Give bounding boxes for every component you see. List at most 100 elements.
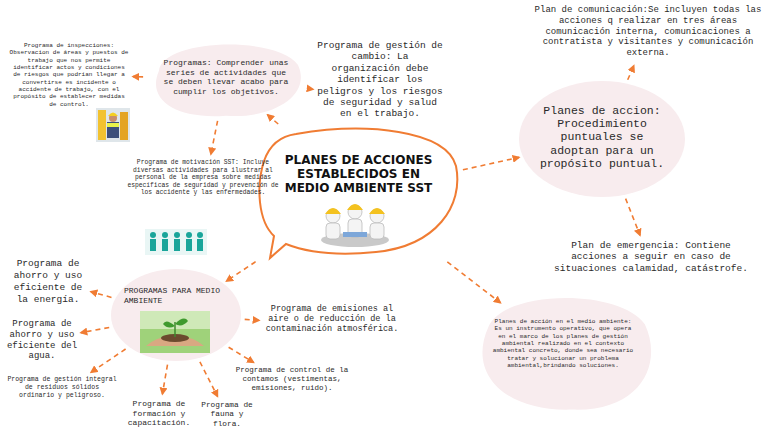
- bubble-node: Planes de acción en el medio ambiente: E…: [470, 290, 656, 412]
- dashed-connector: [227, 262, 256, 281]
- dashed-connector: [91, 292, 112, 298]
- text-node: Programa de emisiones al aire o de reduc…: [262, 302, 402, 348]
- head: [348, 205, 362, 219]
- node-label: Programa de control de la contamos (vest…: [233, 366, 351, 393]
- hard-hat: [325, 208, 341, 214]
- person-body: [197, 239, 203, 251]
- hard-hat: [369, 208, 385, 214]
- text-node: Programa de formación y capacitación.: [120, 397, 198, 431]
- text-node: Programa de inspecciones: Observacion de…: [8, 40, 130, 110]
- text-node: Programa de ahorro y uso eficiente de la…: [8, 256, 88, 304]
- hard-hat: [347, 204, 363, 210]
- speech-bubble-outline: [259, 129, 457, 258]
- blob-shape: [482, 298, 651, 410]
- person-body: [162, 239, 168, 251]
- text-node: Programa de motivación SST: Incluye dive…: [126, 157, 280, 229]
- leaf: [163, 321, 175, 327]
- text-node: Programa de gestión integral de residuos…: [6, 374, 118, 410]
- node-label: Programa de ahorro y uso eficiente de la…: [8, 258, 88, 306]
- node-text-box: Programa de gestión de cambio: La organi…: [316, 40, 444, 120]
- node-label: Programa de motivación SST: Incluye dive…: [126, 159, 280, 197]
- sky: [140, 311, 210, 329]
- photo-bg: [96, 108, 130, 142]
- dashed-connector: [463, 157, 519, 169]
- node-text-box: Programas: Comprender unas series de act…: [160, 58, 292, 96]
- node-text-box: PLANES DE ACCIONES ESTABLECIDOS EN MEDIO…: [276, 154, 441, 195]
- person-body: [174, 239, 180, 251]
- plant-in-hands-illustration: [140, 311, 210, 353]
- vest-band: [107, 123, 119, 127]
- node-text-box: Programa de control de la contamos (vest…: [233, 366, 351, 393]
- node-label: Programa de gestión de cambio: La organi…: [316, 40, 444, 120]
- table: [321, 233, 389, 247]
- dashed-connector: [91, 349, 126, 372]
- node-label: Planes de accion: Procedimiento puntuale…: [538, 104, 666, 170]
- node-text-box: Plan de emergencia: Contiene acciones a …: [546, 240, 756, 274]
- dashed-connector: [162, 365, 167, 394]
- text-node: Programa de ahorro y uso eficiente del a…: [6, 317, 78, 363]
- dashed-connector: [626, 199, 640, 236]
- photo-bg: [140, 311, 210, 353]
- node-text-box: Programa de motivación SST: Incluye dive…: [126, 159, 280, 197]
- node-label: Plan de comunicación:Se incluyen todas l…: [533, 5, 763, 59]
- text-node: Plan de comunicación:Se incluyen todas l…: [533, 3, 763, 63]
- node-label: Programa de gestión integral de residuos…: [6, 376, 118, 399]
- node-text-box: Programa de formación y capacitación.: [120, 399, 198, 428]
- node-label: Programa de ahorro y uso eficiente del a…: [6, 319, 78, 362]
- workers-meeting-illustration: [321, 204, 389, 247]
- bubble-node: Planes de accion: Procedimiento puntuale…: [518, 80, 686, 198]
- hands: [146, 337, 204, 346]
- leaf: [175, 319, 188, 326]
- dashed-connector: [133, 76, 143, 78]
- central-title: PLANES DE ACCIONES ESTABLECIDOS EN MEDIO…: [276, 154, 441, 195]
- node-text-box: Planes de accion: Procedimiento puntuale…: [538, 104, 666, 170]
- text-node: Programa de fauna y flora.: [196, 399, 258, 431]
- node-label: Programa de emisiones al aire o de reduc…: [262, 304, 402, 335]
- person-head: [186, 232, 192, 238]
- node-text-box: Programa de fauna y flora.: [196, 401, 258, 429]
- text-node: Plan de emergencia: Contiene acciones a …: [546, 238, 756, 288]
- node-label: Programa de formación y capacitación.: [120, 399, 198, 428]
- bubble-node: PLANES DE ACCIONES ESTABLECIDOS EN MEDIO…: [256, 126, 460, 260]
- body: [370, 223, 384, 239]
- node-text-box: Programa de ahorro y uso eficiente de la…: [8, 258, 88, 306]
- node-text-box: Planes de acción en el medio ambiente: E…: [490, 318, 636, 369]
- dashed-connector: [447, 262, 500, 303]
- dashed-connector: [211, 121, 218, 154]
- blueprint: [343, 232, 367, 237]
- shelf: [120, 112, 128, 140]
- node-label: Programas: Comprender unas series de act…: [160, 58, 292, 96]
- node-text-box: Plan de comunicación:Se incluyen todas l…: [533, 5, 763, 59]
- node-text-box: Programa de gestión integral de residuos…: [6, 376, 118, 399]
- head: [370, 209, 384, 223]
- head: [109, 114, 117, 122]
- node-text-box: Programa de inspecciones: Observacion de…: [8, 42, 130, 108]
- node-label: Programa de inspecciones: Observacion de…: [8, 42, 130, 108]
- stem: [174, 322, 176, 337]
- node-label: Programa de fauna y flora.: [196, 401, 258, 429]
- person-head: [150, 232, 156, 238]
- worker-illustration: [96, 108, 130, 142]
- node-text-box: Programa de emisiones al aire o de reduc…: [262, 304, 402, 335]
- node-text-box: Programa de ahorro y uso eficiente del a…: [6, 319, 78, 362]
- dashed-connector: [81, 328, 109, 333]
- body: [326, 223, 340, 239]
- person-head: [174, 232, 180, 238]
- blob-shape: [519, 81, 685, 197]
- person-body: [150, 239, 156, 251]
- photo-bg: [145, 229, 207, 255]
- node-label: PROGRAMAS PARA MEDIO AMBIENTE: [124, 286, 220, 305]
- shelf: [98, 110, 106, 140]
- dashed-connector: [628, 66, 634, 80]
- soil: [161, 334, 189, 342]
- person-head: [197, 232, 203, 238]
- body: [107, 122, 119, 138]
- body: [348, 219, 362, 237]
- bubble-node: Programas: Comprender unas series de act…: [146, 40, 306, 118]
- node-label: Plan de emergencia: Contiene acciones a …: [546, 240, 756, 274]
- head: [326, 209, 340, 223]
- person-body: [186, 239, 192, 251]
